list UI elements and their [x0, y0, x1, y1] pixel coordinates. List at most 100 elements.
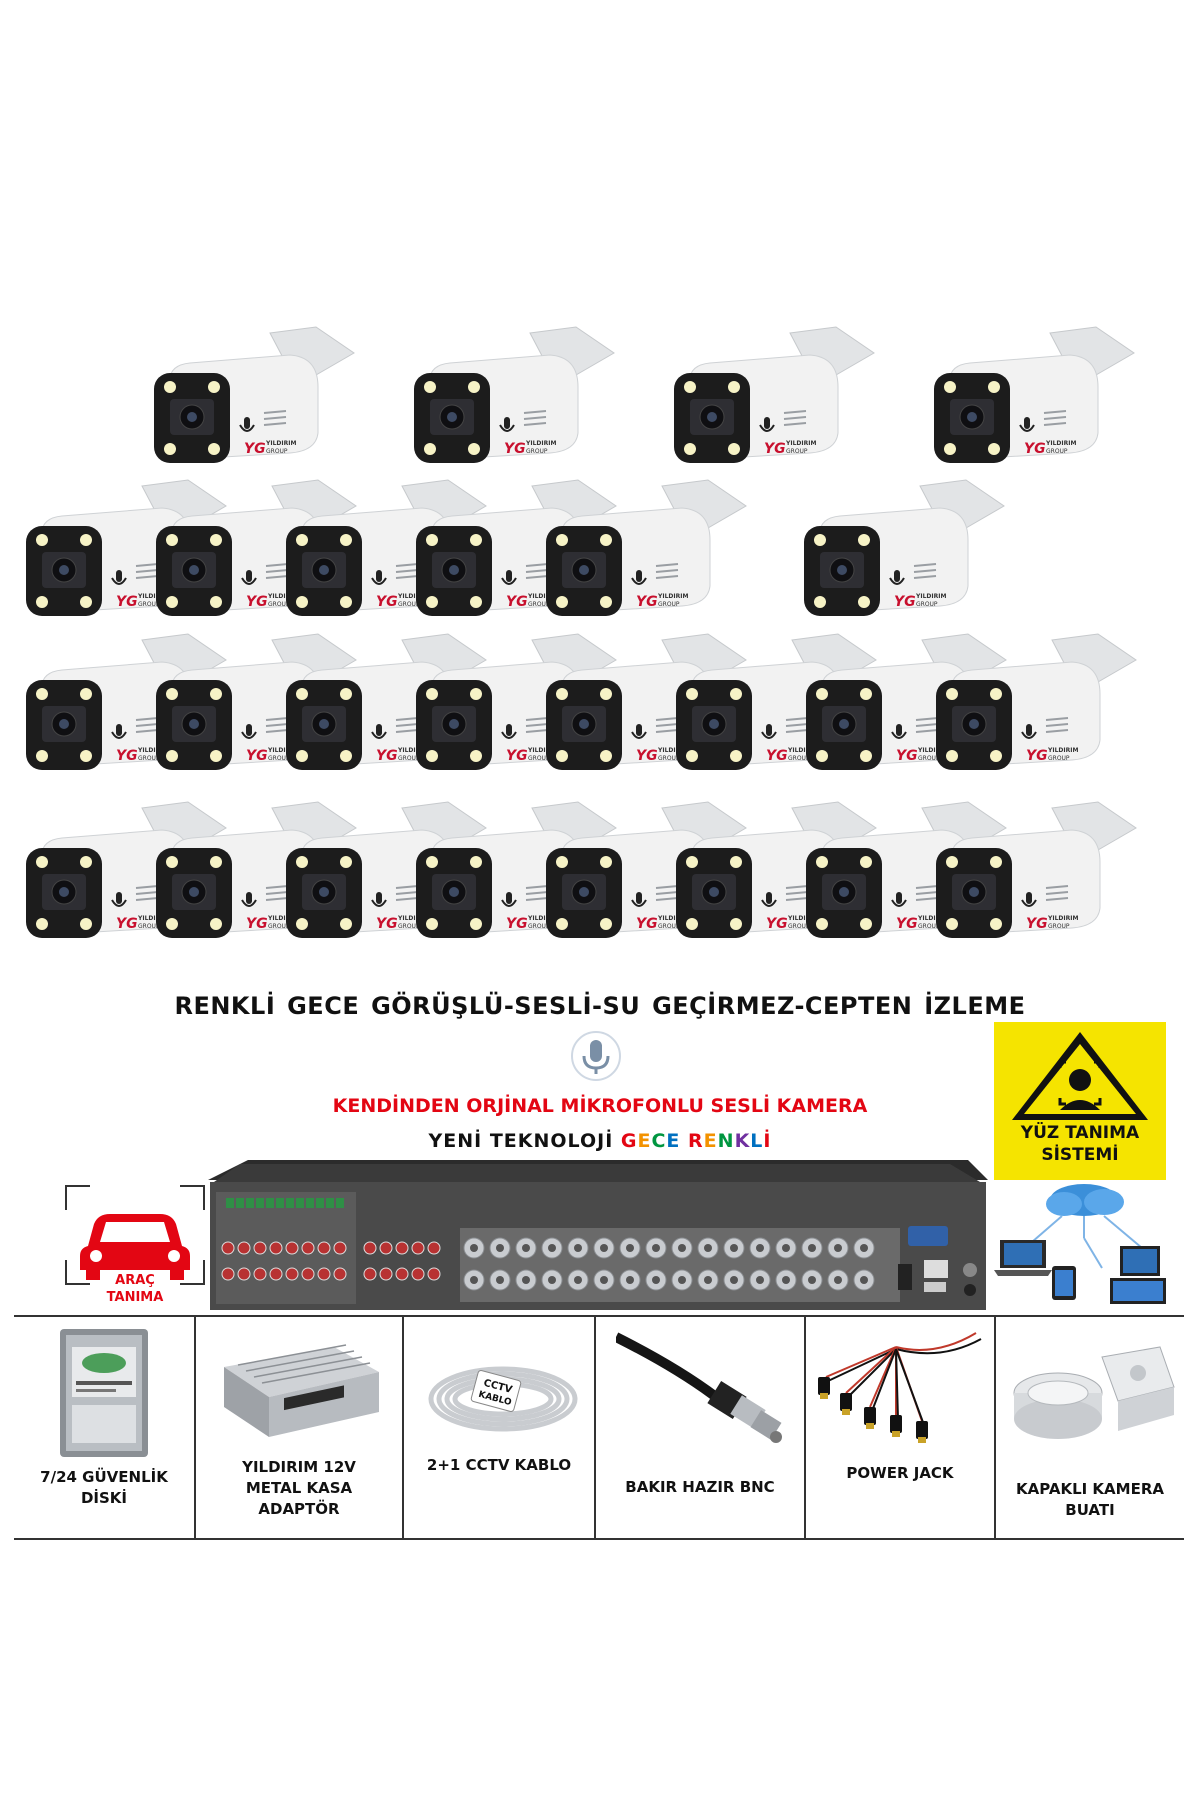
camera-logo-line1: YILDIRIM: [137, 593, 168, 600]
headline: RENKLİ GECE GÖRÜŞLÜ-SESLİ-SU GEÇİRMEZ-CE…: [174, 992, 1026, 1020]
camera-logo-mark: YG: [246, 594, 268, 610]
camera-logo-line2: GROUP: [528, 923, 550, 930]
rainbow-letter: R: [688, 1130, 704, 1152]
camera-logo-mark: YG: [506, 916, 528, 932]
camera-logo-line1: YILDIRIM: [527, 593, 558, 600]
accessory-bnc-connector: BAKIR HAZIR BNC: [594, 1317, 804, 1538]
hard-disk-icon: [24, 1327, 194, 1462]
vehicle-label-line1: ARAÇ: [115, 1273, 155, 1288]
camera-logo-line2: GROUP: [528, 601, 550, 608]
camera-logo-line1: YILDIRIM: [527, 747, 558, 754]
camera-logo-line1: YILDIRIM: [657, 915, 688, 922]
camera-logo-line2: GROUP: [268, 923, 290, 930]
accessory-label: KAPAKLI KAMERA BUATI: [996, 1479, 1184, 1521]
laptop-icon: [994, 1240, 1052, 1276]
monitor-icon: [1120, 1246, 1160, 1276]
camera-logo-line1: YILDIRIM: [397, 915, 428, 922]
tablet-icon: [1052, 1266, 1076, 1300]
camera-logo-mark: YG: [636, 594, 658, 610]
hard-disk-label-line2: DİSKİ: [80, 1489, 128, 1507]
accessory-label: POWER JACK: [806, 1463, 994, 1484]
accessory-label: 7/24 GÜVENLİK DİSKİ: [14, 1467, 194, 1509]
rainbow-letter: İ: [763, 1130, 772, 1152]
camera-logo-mark: YG: [116, 748, 138, 764]
camera-logo-line2: GROUP: [658, 755, 680, 762]
camera-logo-mark: YG: [636, 748, 658, 764]
camera-logo-mark: YG: [506, 594, 528, 610]
bnc-connector-icon: [613, 1327, 786, 1462]
rainbow-letter: E: [703, 1130, 718, 1152]
camera-logo-line2: GROUP: [268, 601, 290, 608]
cloud-icon: [1046, 1184, 1124, 1216]
camera-logo-line2: GROUP: [918, 923, 940, 930]
vehicle-recognition-badge: ARAÇ TANIMA: [60, 1180, 210, 1310]
camera-logo-line2: GROUP: [788, 923, 810, 930]
camera-logo-mark: YG: [766, 916, 788, 932]
camera-logo-line2: GROUP: [398, 755, 420, 762]
camera-logo-line1: YILDIRIM: [267, 593, 298, 600]
accessory-label: 2+1 CCTV KABLO: [404, 1455, 594, 1476]
camera-logo-line1: YILDIRIM: [1047, 915, 1078, 922]
camera-logo-line1: YILDIRIM: [525, 440, 556, 447]
camera-logo-line2: GROUP: [916, 601, 938, 608]
camera-logo-line1: YILDIRIM: [527, 915, 558, 922]
camera-logo-mark: YG: [894, 594, 916, 610]
camera-logo-line1: YILDIRIM: [137, 915, 168, 922]
microphone-icon: [570, 1030, 622, 1082]
rainbow-letter: N: [717, 1130, 735, 1152]
camera-logo-line1: YILDIRIM: [397, 747, 428, 754]
camera-logo-line1: YILDIRIM: [397, 593, 428, 600]
camera-logo-line1: YILDIRIM: [785, 440, 816, 447]
camera-logo-line2: GROUP: [138, 923, 160, 930]
power-jack-label-line1: POWER JACK: [846, 1464, 954, 1482]
cctv-cable-icon: CCTV KABLO: [418, 1327, 588, 1462]
camera-logo-line2: GROUP: [786, 448, 808, 455]
camera-logo-line2: GROUP: [138, 755, 160, 762]
technology-prefix: YENİ TEKNOLOJİ: [428, 1130, 621, 1152]
accessories-row: 7/24 GÜVENLİK DİSKİ YILDIRIM 12V METAL K…: [14, 1315, 1184, 1540]
face-label-line2: SİSTEMİ: [1041, 1145, 1119, 1165]
camera-logo-mark: YG: [764, 441, 786, 457]
camera-logo-mark: YG: [504, 441, 526, 457]
car-icon: [65, 1185, 205, 1285]
adapter-label-line2: METAL KASA: [245, 1479, 353, 1497]
camera-logo-line2: GROUP: [1048, 923, 1070, 930]
camera-logo-line2: GROUP: [918, 755, 940, 762]
camera-logo-mark: YG: [376, 594, 398, 610]
vehicle-label-line2: TANIMA: [106, 1290, 164, 1305]
camera-logo-line2: GROUP: [1048, 755, 1070, 762]
camera-logo-line1: YILDIRIM: [137, 747, 168, 754]
camera-logo-line1: YILDIRIM: [915, 593, 946, 600]
hard-disk-label-line1: 7/24 GÜVENLİK: [40, 1468, 168, 1486]
camera-logo-line2: GROUP: [788, 755, 810, 762]
accessory-label: BAKIR HAZIR BNC: [596, 1477, 804, 1498]
camera-logo-line1: YILDIRIM: [265, 440, 296, 447]
camera-logo-line2: GROUP: [268, 755, 290, 762]
camera-logo-mark: YG: [506, 748, 528, 764]
accessory-camera-junction-box: KAPAKLI KAMERA BUATI: [994, 1317, 1184, 1538]
camera-logo-mark: YG: [246, 916, 268, 932]
rainbow-letter: L: [750, 1130, 764, 1152]
camera-logo-line1: YILDIRIM: [657, 593, 688, 600]
camera-logo-mark: YG: [896, 748, 918, 764]
camera-logo-line2: GROUP: [1046, 448, 1068, 455]
rainbow-letter: E: [637, 1130, 652, 1152]
accessory-power-adapter: YILDIRIM 12V METAL KASA ADAPTÖR: [194, 1317, 402, 1538]
camera-logo-line1: YILDIRIM: [787, 915, 818, 922]
camera-logo-mark: YG: [896, 916, 918, 932]
camera-logo-mark: YG: [1026, 916, 1048, 932]
camera-logo-line2: GROUP: [138, 601, 160, 608]
camera-logo-mark: YG: [376, 916, 398, 932]
